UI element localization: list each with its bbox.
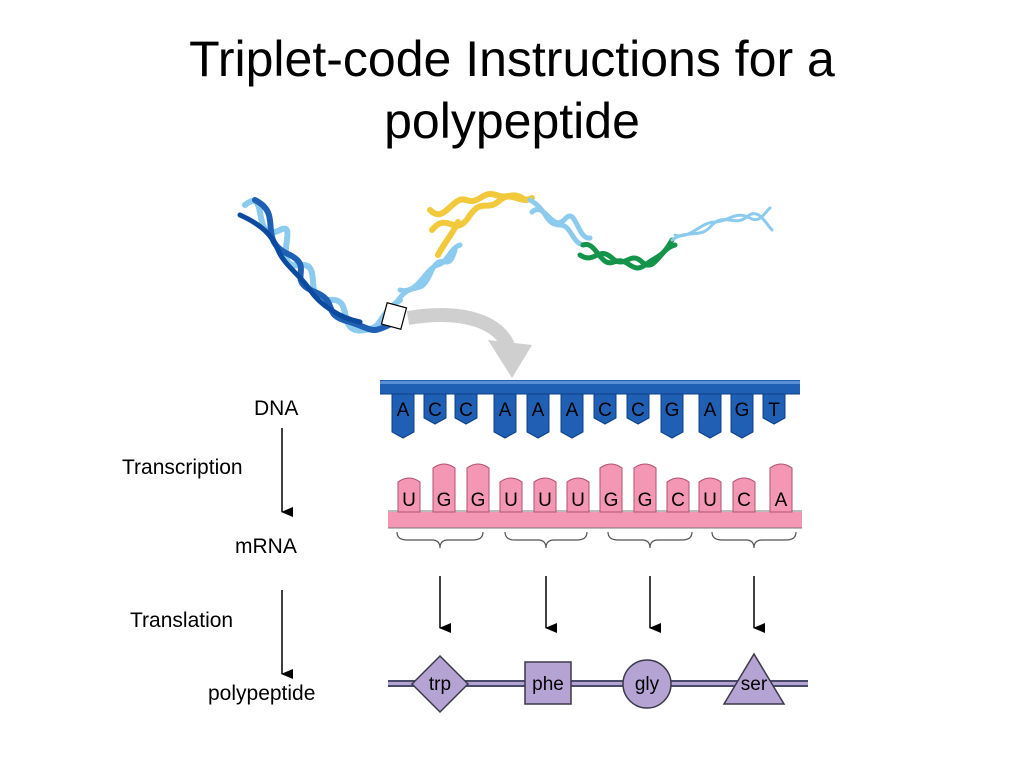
dna-base-4: A [493,393,517,439]
dna-base-9: G [660,393,684,439]
dna-base-7: C [593,393,617,425]
mrna-base-6: U [566,477,590,513]
transcription-label: Transcription [122,456,243,479]
dna-base-1: A [391,393,415,439]
mrna-label: mRNA [235,535,297,558]
mrna-base-letter: U [402,490,416,511]
polypeptide-chain: trp phe gly ser [388,652,808,714]
dna-base-letter: A [499,400,512,421]
codon-arrows [439,576,765,633]
mrna-base-letter: G [437,490,452,511]
mrna-base-8: G [633,463,657,513]
mrna-base-letter: U [703,490,717,511]
helix-strand-light-5 [529,207,593,241]
mrna-base-1: U [397,477,421,513]
amino-acid-label: ser [741,674,768,695]
dna-base-letter: C [631,400,645,421]
zoom-arrow [406,308,532,378]
dna-base-10: A [698,393,722,439]
codon-brace-4 [711,531,797,549]
dna-base-8: C [626,393,650,425]
mrna-base-9: C [666,477,690,513]
dna-base-3: C [454,393,478,425]
mrna-base-letter: U [571,490,585,511]
dna-base-letter: A [397,400,410,421]
dna-base-letter: C [428,400,442,421]
mrna-base-letter: G [604,490,619,511]
codon-brace-1 [396,531,484,549]
dna-base-letter: C [459,400,473,421]
mrna-base-letter: G [638,490,653,511]
mrna-backbone [388,512,802,528]
helix-strand-green-2 [580,237,675,271]
mrna-base-3: G [466,463,490,513]
helix-strand-light-3 [397,242,463,293]
amino-acid-gly: gly [622,659,672,709]
mrna-base-letter: C [737,490,751,511]
mrna-base-4: U [499,477,523,513]
codon-brace-3 [607,531,693,549]
dna-base-letter: G [665,400,680,421]
mrna-base-7: G [599,463,623,513]
codon-brace-2 [504,531,588,549]
page-title: Triplet-code Instructions for a polypept… [0,28,1024,152]
helix-strand-yellow-2 [429,193,535,233]
helix-strand-dark-1 [252,197,398,333]
mrna-base-5: U [533,477,557,513]
dna-base-letter: C [598,400,612,421]
dna-base-letter: A [566,400,579,421]
amino-acid-label: gly [635,674,660,695]
mrna-base-letter: U [538,490,552,511]
dna-base-letter: G [735,400,750,421]
mrna-base-letter: U [504,490,518,511]
mrna-base-letter: A [775,490,788,511]
polypeptide-label: polypeptide [208,682,315,705]
dna-double-helix [237,190,774,334]
mrna-base-2: G [432,463,456,513]
mrna-base-11: C [732,477,756,513]
dna-backbone-shine [380,381,800,384]
mrna-base-letter: G [471,490,486,511]
dna-base-letter: T [768,400,780,421]
dna-base-5: A [526,393,550,439]
helix-strand-yellow-3 [435,219,461,258]
dna-base-11: G [730,393,754,439]
codon-braces [396,531,797,549]
amino-acid-label: phe [532,674,564,695]
title-line-1: Triplet-code Instructions for a [189,31,835,87]
dna-base-2: C [423,393,447,425]
helix-selection-box [380,302,408,330]
amino-acid-trp: trp [410,654,470,714]
title-line-2: polypeptide [384,93,640,149]
mrna-base-12: A [769,463,793,513]
dna-label: DNA [254,397,298,420]
mrna-base-letter: C [671,490,685,511]
dna-base-letter: A [704,400,717,421]
dna-base-12: T [762,393,786,425]
dna-base-6: A [560,393,584,439]
translation-label: Translation [130,609,233,632]
helix-strand-light-7 [673,206,772,238]
amino-acid-label: trp [429,674,451,695]
amino-acid-phe: phe [524,661,572,705]
dna-base-letter: A [532,400,545,421]
amino-acid-ser: ser [722,652,786,705]
helix-strand-dark-1b [237,212,363,325]
mrna-base-10: U [698,477,722,513]
